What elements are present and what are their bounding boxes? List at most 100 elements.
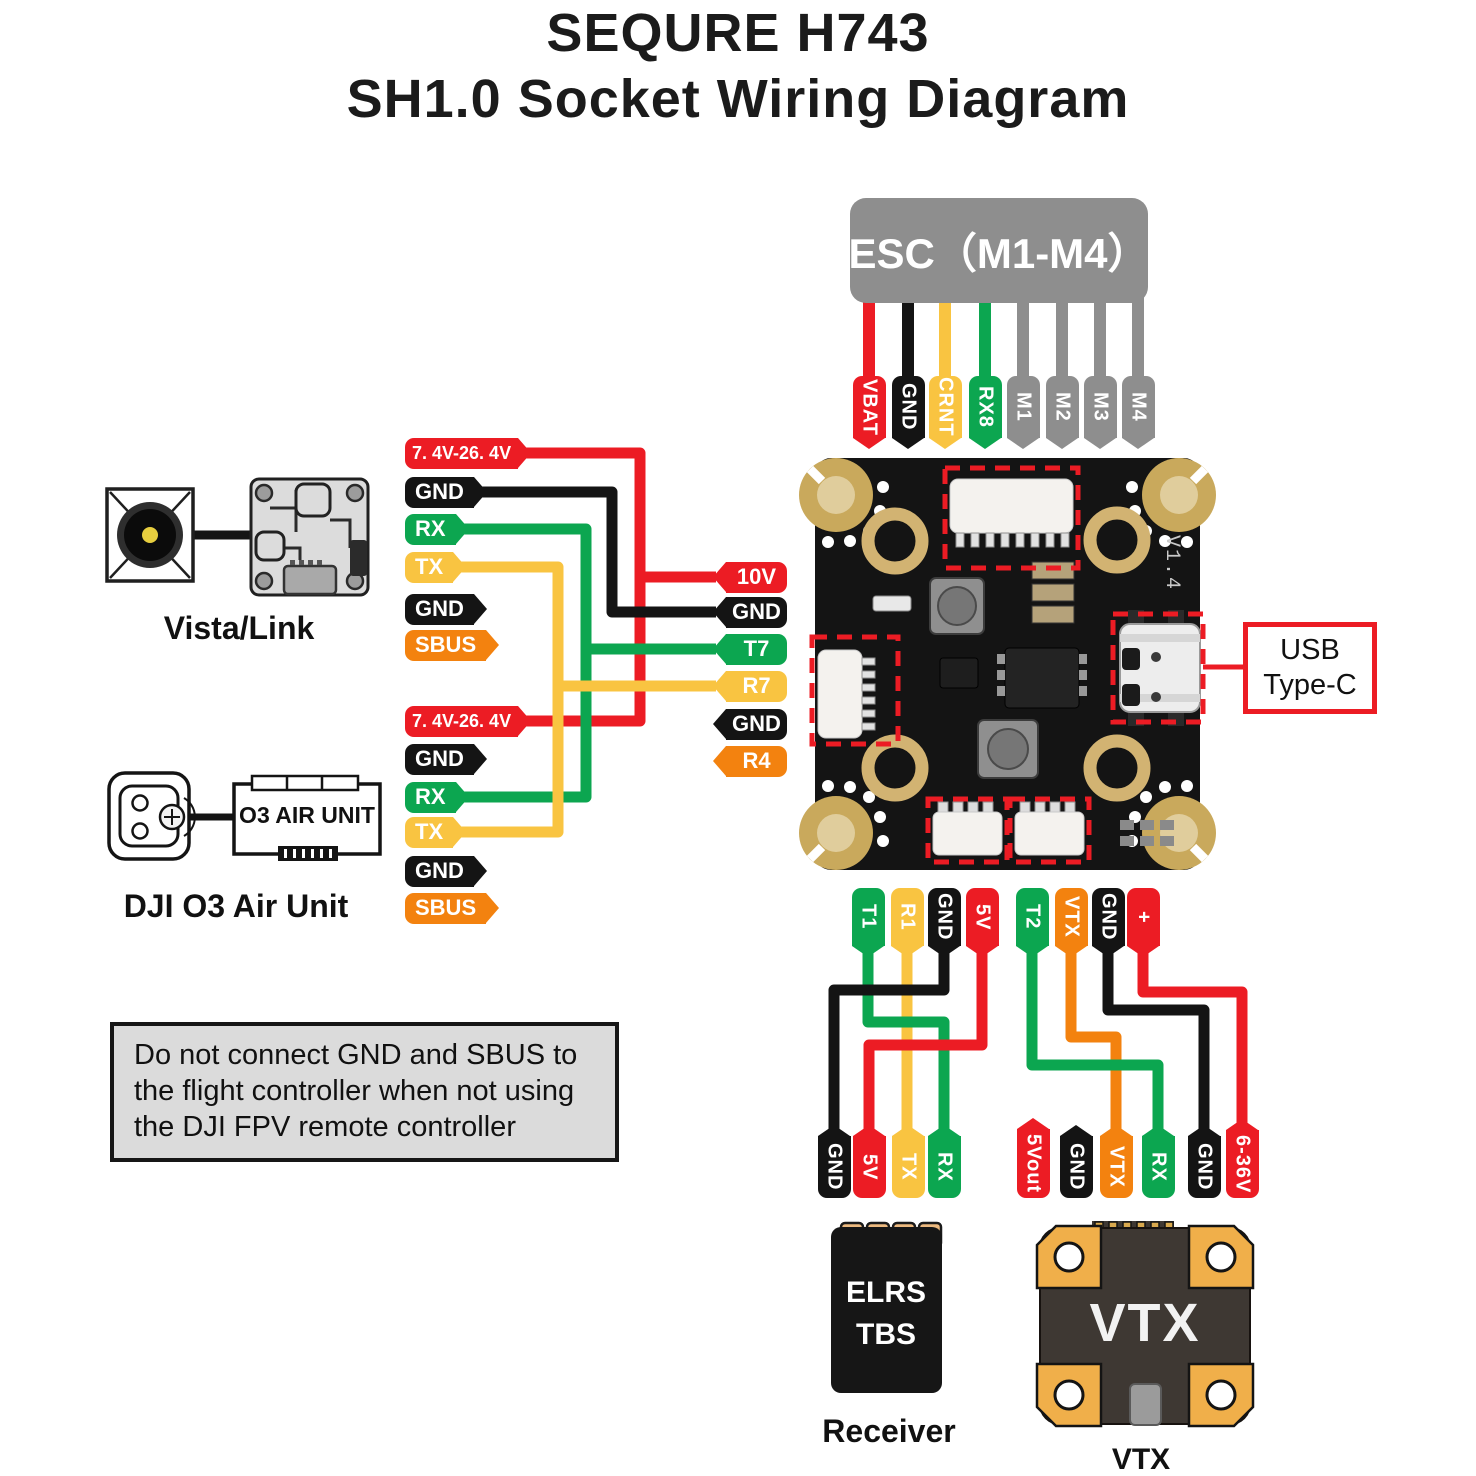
- dashed-box-bottom-socket-2: [1007, 796, 1092, 865]
- esc-pins-m2: M2: [1045, 376, 1079, 449]
- wire-gnd2-gnd: [1102, 945, 1210, 1135]
- o3-pins-rx: RX: [405, 781, 469, 813]
- fc-hole-4: [1083, 734, 1151, 802]
- fc-bottom-connectors: [932, 801, 1085, 856]
- fc-left_pins-r7: R7: [713, 670, 787, 702]
- fc-version-label: V1.4: [1160, 535, 1183, 592]
- vtx-bottom_pins-gnd: GND: [1059, 1125, 1093, 1198]
- fc-hole-1: [861, 507, 929, 575]
- receiver-bottom_pins-gnd: GND: [817, 1125, 851, 1198]
- tag-tip: [892, 1125, 924, 1136]
- tag-label: GND: [1187, 1136, 1221, 1198]
- vtx-bottom_pins-5vout: 5Vout: [1016, 1117, 1050, 1198]
- wire-gnd-gnd: [828, 945, 950, 1135]
- o3-pins-sbus: SBUS: [405, 892, 500, 924]
- left-wires: [460, 447, 716, 838]
- tag-label: 7. 4V-26. 4V: [405, 437, 519, 469]
- tag-tip: [928, 946, 960, 957]
- wire-power-bus: [460, 447, 646, 727]
- fc-left_pins-10v: 10V: [713, 561, 787, 593]
- tag-tip: [966, 946, 998, 957]
- tag-label: GND: [405, 593, 474, 625]
- o3-box-label: O3 AIR UNIT: [239, 802, 375, 828]
- esc-pins-rx8: RX8: [968, 376, 1002, 449]
- vista-pins-gnd: GND: [405, 593, 487, 625]
- esc-pins-m4: M4: [1121, 376, 1155, 449]
- tag-tip: [713, 633, 726, 664]
- vtx-wires: [1026, 945, 1248, 1135]
- usb-c-connector: [1119, 610, 1201, 726]
- o3-pins-gnd: GND: [405, 855, 487, 887]
- tag-tip: [486, 629, 500, 660]
- esc-pins-vbat: VBAT: [852, 376, 886, 449]
- tag-tip: [929, 438, 961, 449]
- vtx-bottom_pins-636v: 6-36V: [1225, 1118, 1259, 1198]
- receiver-top_pins-gnd: GND: [927, 888, 961, 957]
- tag-label: SBUS: [405, 892, 487, 924]
- tag-label: 5V: [852, 1136, 886, 1198]
- wire-t2-rx: [1026, 945, 1164, 1135]
- vtx-module-label: VTX: [1089, 1293, 1201, 1353]
- tag-label: M2: [1045, 376, 1079, 438]
- tag-label: +: [1126, 888, 1160, 946]
- tag-tip: [1142, 1125, 1174, 1136]
- tag-tip: [1226, 1118, 1258, 1130]
- tag-tip: [1100, 1125, 1132, 1136]
- tag-label: TX: [405, 551, 454, 583]
- vtx-top_pins-t2: T2: [1015, 888, 1049, 957]
- tag-tip: [969, 438, 1001, 449]
- vtx-bottom_pins-vtx: VTX: [1099, 1125, 1133, 1198]
- page-title: SEQURE H743: [546, 3, 930, 63]
- tag-tip: [713, 708, 726, 739]
- wire-tx-bus: [460, 561, 564, 838]
- tag-tip: [1055, 946, 1087, 957]
- vista-pins-rx: RX: [405, 513, 469, 545]
- wire-rx-bus: [460, 523, 592, 803]
- vista-pins-gnd: GND: [405, 476, 487, 508]
- tag-tip: [713, 561, 726, 592]
- tag-label: GND: [726, 596, 787, 628]
- o3-pins-tx: TX: [405, 816, 467, 848]
- tag-tip: [852, 946, 884, 957]
- tag-label: 6-36V: [1225, 1129, 1259, 1198]
- tag-tip: [1017, 1117, 1049, 1129]
- tag-label: CRNT: [928, 376, 962, 438]
- vista-pins-sbus: SBUS: [405, 629, 500, 661]
- usb-type-c-callout: USB Type-C: [1243, 622, 1377, 714]
- tag-tip: [473, 593, 487, 624]
- tag-tip: [713, 670, 726, 701]
- tag-label: GND: [1059, 1136, 1093, 1198]
- tag-tip: [1092, 946, 1124, 957]
- tag-label: 7. 4V-26. 4V: [405, 705, 519, 737]
- tag-tip: [518, 705, 532, 736]
- vtx-module: [1035, 1221, 1255, 1428]
- tag-label: 5V: [965, 888, 999, 946]
- dashed-box-bottom-socket-1: [925, 796, 1010, 865]
- fc-components: [872, 561, 1174, 846]
- vtx-bottom_pins-rx: RX: [1141, 1125, 1175, 1198]
- o3-caption: DJI O3 Air Unit: [123, 888, 349, 924]
- tag-tip: [1060, 1125, 1092, 1136]
- fc-left-connector: [817, 649, 876, 739]
- o3-pins-74v264v: 7. 4V-26. 4V: [405, 705, 532, 737]
- tag-tip: [853, 1125, 885, 1136]
- tag-label: M3: [1083, 376, 1117, 438]
- fc-board: [799, 458, 1243, 870]
- tag-tip: [473, 743, 487, 774]
- tag-label: RX8: [968, 376, 1002, 438]
- esc-box: ESC（M1-M4）: [848, 198, 1150, 303]
- dashed-box-top-socket: [942, 465, 1081, 571]
- page-subtitle: SH1.0 Socket Wiring Diagram: [346, 69, 1130, 129]
- tag-tip: [713, 596, 726, 627]
- tag-tip: [455, 781, 469, 812]
- tag-tip: [853, 438, 885, 449]
- tag-label: RX: [1141, 1136, 1175, 1198]
- wire-t1-rx: [862, 945, 950, 1135]
- receiver-top_pins-r1: R1: [890, 888, 924, 957]
- wire-plus-636v: [1137, 945, 1248, 1126]
- tag-label: GND: [405, 743, 474, 775]
- tag-label: R1: [890, 888, 924, 946]
- tag-label: 10V: [726, 561, 787, 593]
- esc-pins-m3: M3: [1083, 376, 1117, 449]
- fc-left_pins-t7: T7: [713, 633, 787, 665]
